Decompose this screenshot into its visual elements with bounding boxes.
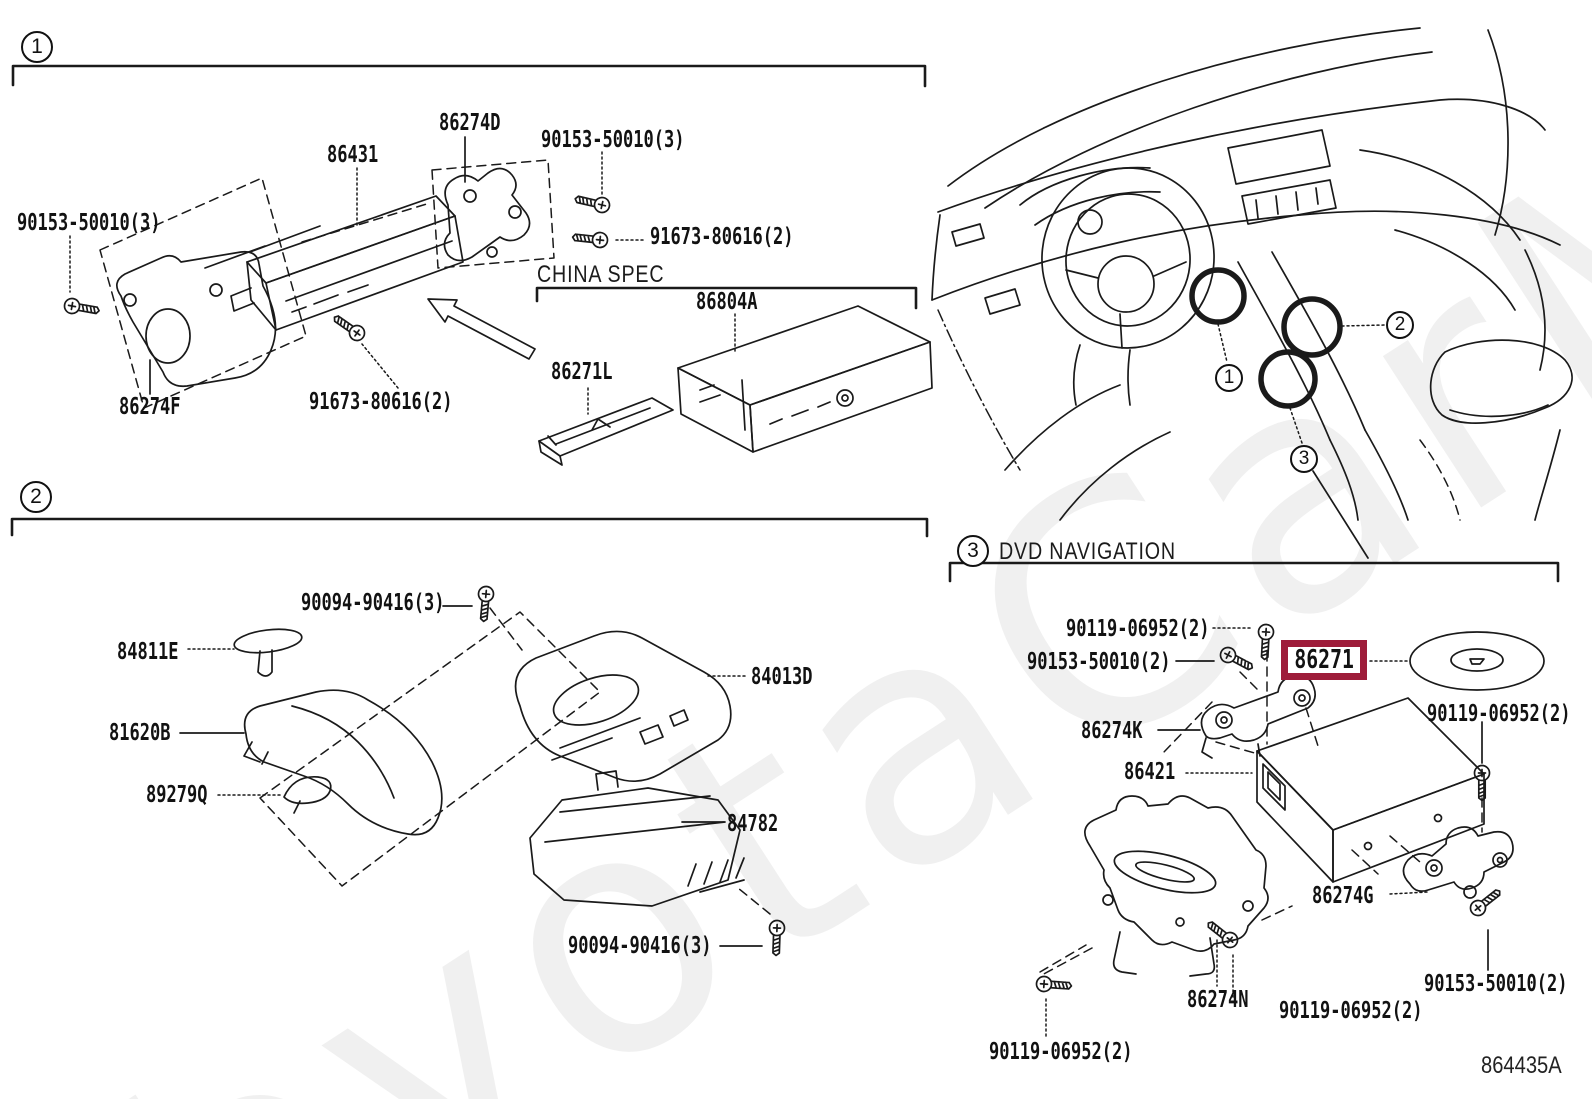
part-label-90153-50010(2)[interactable]: 90153-50010(2) [1027,649,1171,675]
location-callout-3: 3 [1290,445,1318,473]
part-label-90153-50010(3)[interactable]: 90153-50010(3) [17,210,161,236]
radio-assembly-section1 [62,136,933,466]
part-label-90119-06952(2)[interactable]: 90119-06952(2) [989,1039,1133,1065]
part-label-86274F[interactable]: 86274F [119,394,181,420]
part-label-86274K[interactable]: 86274K [1081,718,1143,744]
part-label-86274N[interactable]: 86274N [1187,987,1249,1013]
part-label-90119-06952(2)[interactable]: 90119-06952(2) [1066,616,1210,642]
part-label-86421[interactable]: 86421 [1124,759,1176,785]
part-label-90119-06952(2)[interactable]: 90119-06952(2) [1427,701,1571,727]
part-label-90153-50010(3)[interactable]: 90153-50010(3) [541,127,685,153]
part-label-91673-80616(2)[interactable]: 91673-80616(2) [650,224,794,250]
section-marker-3: 3 [957,535,989,567]
part-label-90094-90416(3)[interactable]: 90094-90416(3) [301,590,445,616]
console-section2 [179,585,786,957]
part-label-84013D[interactable]: 84013D [751,664,813,690]
part-label-86271L[interactable]: 86271L [551,359,613,385]
dvd-navigation-section3 [1035,623,1545,1040]
location-callout-1: 1 [1215,364,1243,392]
part-label-86431[interactable]: 86431 [327,142,379,168]
part-label-81620B[interactable]: 81620B [109,720,171,746]
part-label-84811E[interactable]: 84811E [117,639,179,665]
figure-code: 864435A [1481,1052,1562,1079]
part-label-90094-90416(3)[interactable]: 90094-90416(3) [568,933,712,959]
location-callout-2: 2 [1386,311,1414,339]
part-label-86274D[interactable]: 86274D [439,110,501,136]
part-label-90153-50010(2)[interactable]: 90153-50010(2) [1424,971,1568,997]
part-label-86274G[interactable]: 86274G [1312,883,1374,909]
part-label-90119-06952(2)[interactable]: 90119-06952(2) [1279,998,1423,1024]
highlighted-part-86271[interactable]: 86271 [1281,640,1367,680]
part-label-91673-80616(2)[interactable]: 91673-80616(2) [309,389,453,415]
section-brackets [10,64,1560,583]
part-label-86804A[interactable]: 86804A [696,289,758,315]
highlighted-part-label: 86271 [1294,645,1354,675]
section-marker-1: 1 [21,31,53,63]
section-marker-2: 2 [20,481,52,513]
part-label-89279Q[interactable]: 89279Q [146,782,208,808]
dashboard-locator-sketch [931,27,1573,559]
subheader-china-spec: CHINA SPEC [537,261,665,288]
part-label-84782[interactable]: 84782 [727,811,779,837]
subheader-dvd-navigation: DVD NAVIGATION [999,538,1176,565]
